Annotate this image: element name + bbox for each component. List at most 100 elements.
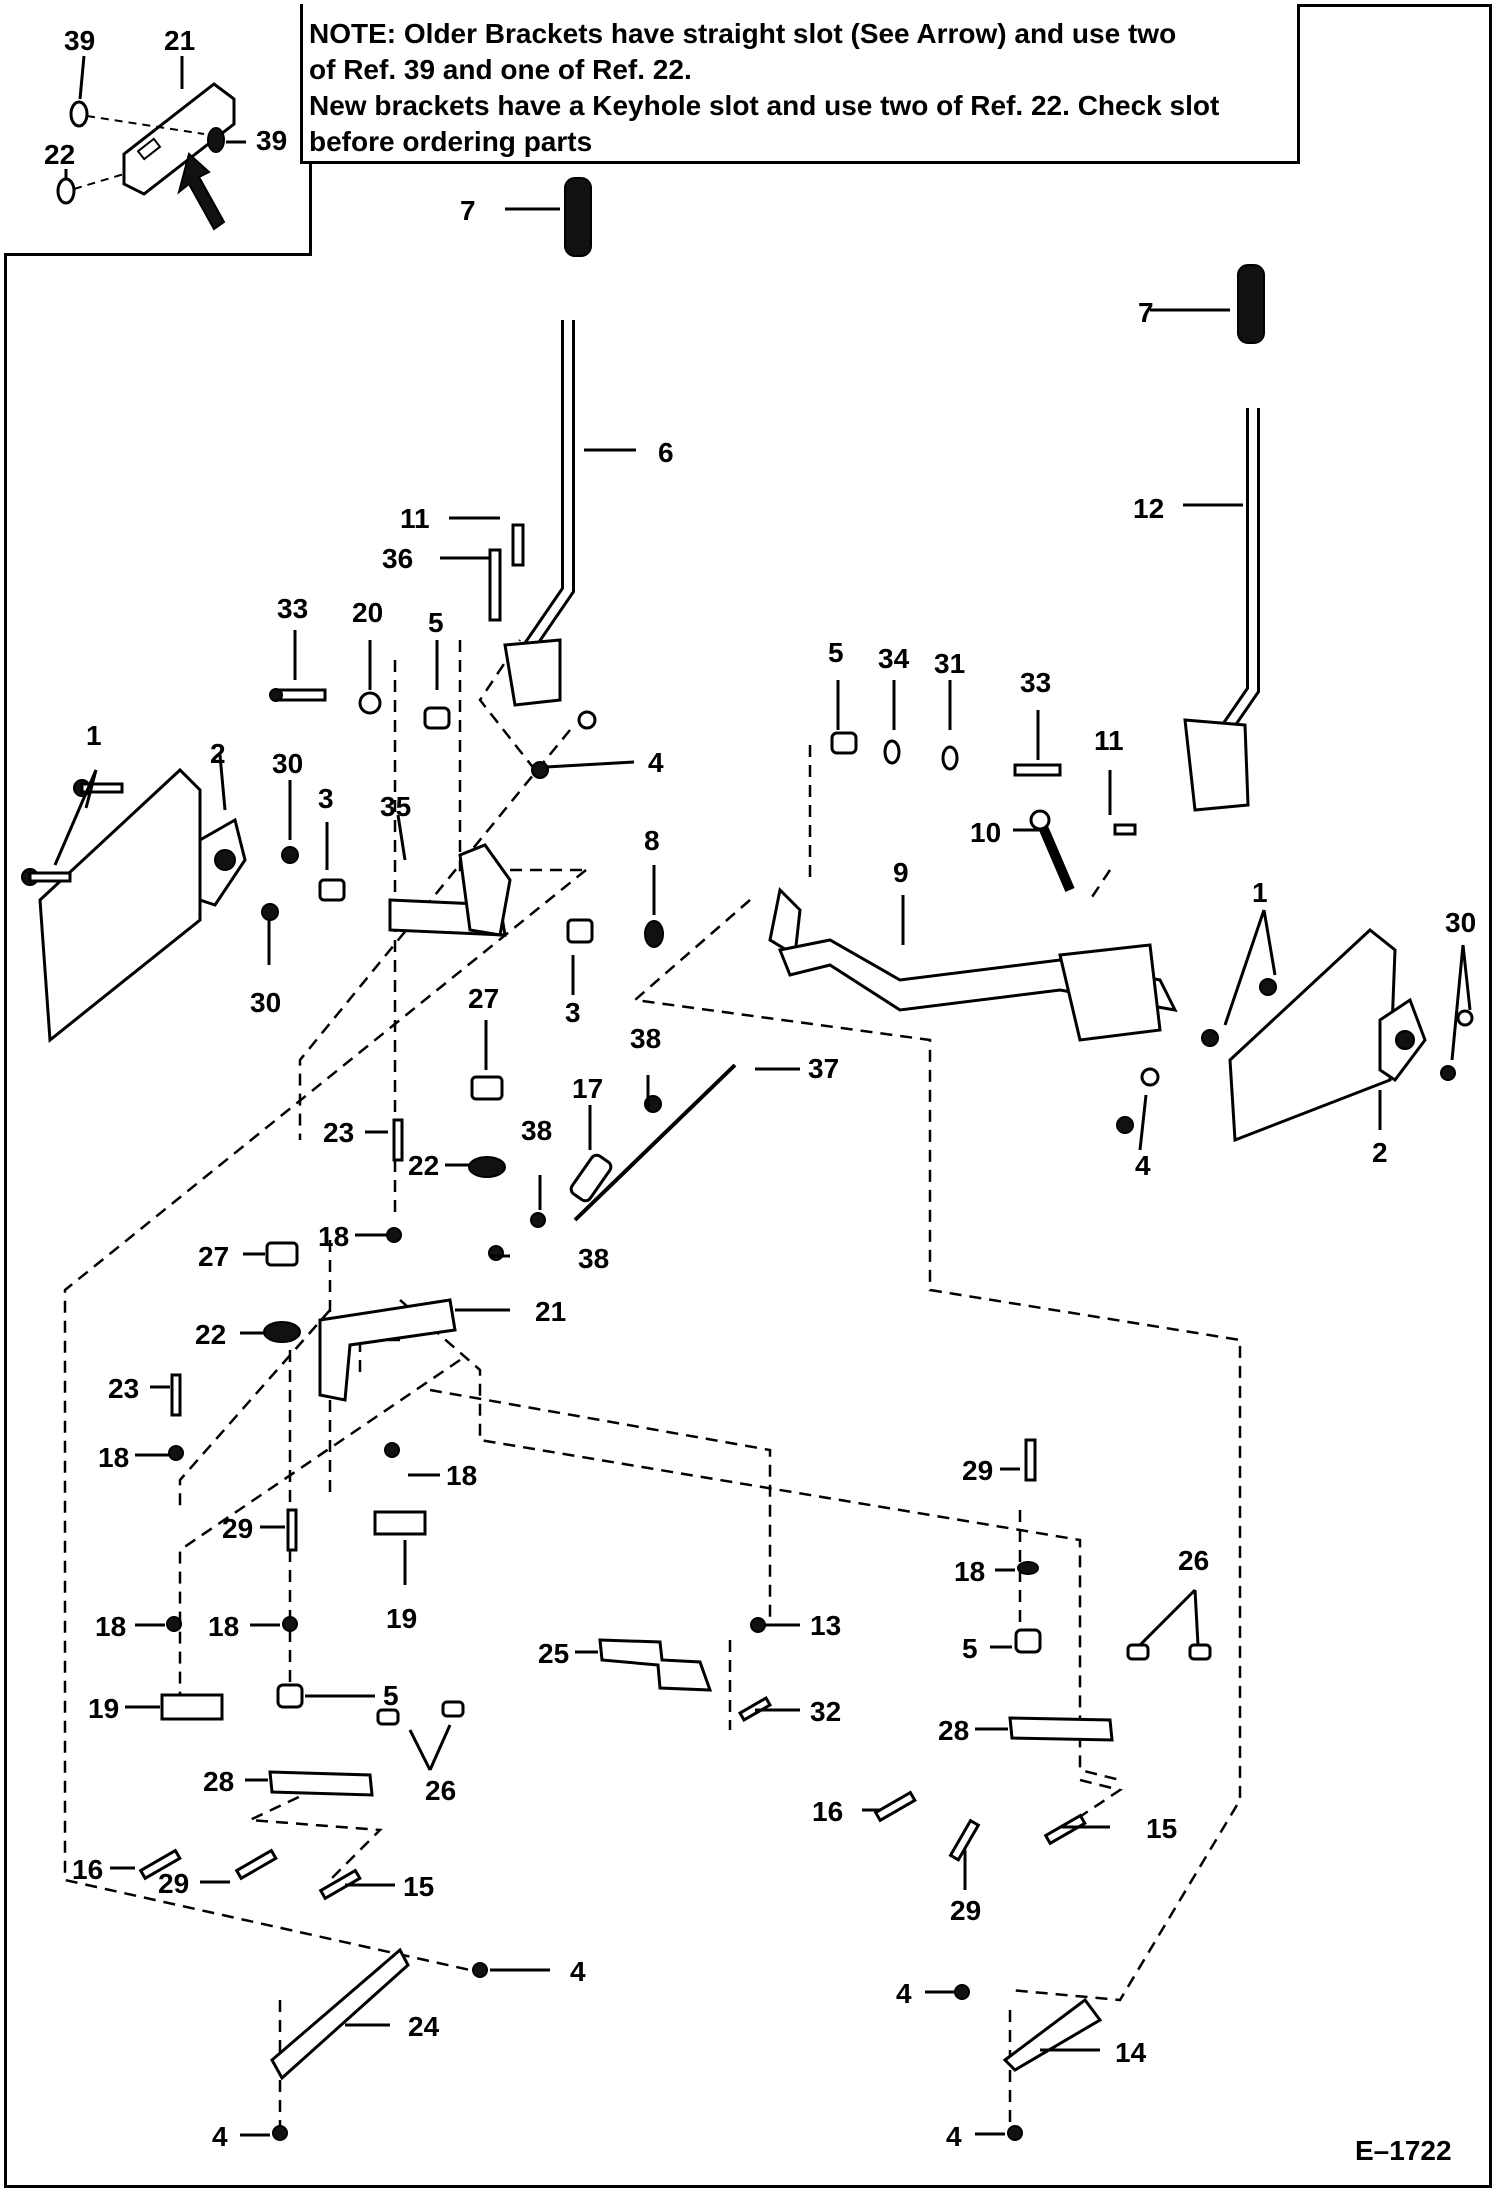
callout: 18 xyxy=(446,1460,477,1491)
callout: 36 xyxy=(382,543,413,574)
callout: 1 xyxy=(1252,877,1268,908)
right-handle-grip xyxy=(1237,264,1265,344)
callout: 35 xyxy=(380,791,411,822)
callout: 5 xyxy=(383,1680,399,1711)
inset-label: 39 xyxy=(64,25,95,56)
callout: 18 xyxy=(318,1221,349,1252)
callout: 4 xyxy=(946,2121,962,2152)
note-line: before ordering parts xyxy=(309,126,593,157)
callout: 5 xyxy=(828,637,844,668)
callout: 2 xyxy=(210,738,226,769)
callout: 25 xyxy=(538,1638,569,1669)
callout: 28 xyxy=(938,1715,969,1746)
callout: 11 xyxy=(1094,725,1124,756)
callout: 34 xyxy=(878,643,910,674)
callout: 4 xyxy=(648,747,664,778)
bracket-19-upper xyxy=(373,1510,427,1536)
callout: 30 xyxy=(272,748,303,779)
callout: 32 xyxy=(810,1696,841,1727)
inset-label: 22 xyxy=(44,139,75,170)
plate-25 xyxy=(598,1638,713,1692)
callout: 27 xyxy=(198,1241,229,1272)
callout: 18 xyxy=(95,1611,126,1642)
callout: 3 xyxy=(565,997,581,1028)
note-line: of Ref. 39 and one of Ref. 22. xyxy=(309,54,692,85)
left-handle-grip xyxy=(564,177,592,257)
callout: 33 xyxy=(1020,667,1051,698)
shaft-bracket xyxy=(1058,943,1162,1042)
callout: 11 xyxy=(400,503,430,534)
callout: 24 xyxy=(408,2011,440,2042)
callout: 15 xyxy=(1146,1813,1177,1844)
drawing-number: E–1722 xyxy=(1355,2135,1452,2166)
slide-plate-28-right xyxy=(1008,1716,1114,1742)
callout: 18 xyxy=(954,1556,985,1587)
callout: 13 xyxy=(810,1610,841,1641)
callout: 38 xyxy=(630,1023,661,1054)
callout: 4 xyxy=(212,2121,228,2152)
right-control-lever xyxy=(1183,264,1265,812)
callout: 29 xyxy=(158,1868,189,1899)
inset-label: 21 xyxy=(164,25,195,56)
cross-shafts xyxy=(388,843,1178,1042)
callout: 28 xyxy=(203,1766,234,1797)
callout: 21 xyxy=(535,1296,566,1327)
callout: 33 xyxy=(277,593,308,624)
callout: 23 xyxy=(323,1117,354,1148)
slide-plate-28-left xyxy=(268,1770,374,1797)
right-mount-plate xyxy=(1228,928,1427,1143)
callout: 27 xyxy=(468,983,499,1014)
callout: 18 xyxy=(208,1611,239,1642)
callout: 7 xyxy=(460,195,476,226)
right-lever-bracket xyxy=(1183,718,1250,812)
note-line: New brackets have a Keyhole slot and use… xyxy=(309,90,1220,121)
callout: 16 xyxy=(72,1854,103,1885)
note-line: NOTE: Older Brackets have straight slot … xyxy=(309,18,1177,49)
callout: 18 xyxy=(98,1442,129,1473)
callout: 26 xyxy=(425,1775,456,1806)
callout: 30 xyxy=(250,987,281,1018)
bracket-21 xyxy=(318,1298,457,1402)
callout: 22 xyxy=(408,1150,439,1181)
callout: 38 xyxy=(521,1115,552,1146)
callout: 12 xyxy=(1133,493,1164,524)
callout: 6 xyxy=(658,437,674,468)
inset-svg: 39 21 22 39 xyxy=(44,25,287,231)
arrow-icon xyxy=(177,152,226,231)
callout: 4 xyxy=(896,1978,912,2009)
callout: 9 xyxy=(893,857,909,888)
callout: 5 xyxy=(428,607,444,638)
link-arm-24 xyxy=(270,1947,410,2081)
bracket-19-lower xyxy=(160,1693,224,1721)
callout: 29 xyxy=(222,1513,253,1544)
callout: 29 xyxy=(950,1895,981,1926)
callout: 29 xyxy=(962,1455,993,1486)
callout: 16 xyxy=(812,1796,843,1827)
callout: 4 xyxy=(570,1956,586,1987)
callout: 10 xyxy=(970,817,1001,848)
hardware-items xyxy=(21,523,1474,2141)
inset-detail-box: 39 21 22 39 xyxy=(4,4,312,256)
callout: 17 xyxy=(572,1073,603,1104)
callout: 8 xyxy=(644,825,660,856)
callout: 22 xyxy=(195,1319,226,1350)
callout: 20 xyxy=(352,597,383,628)
left-mount-plate xyxy=(38,767,247,1043)
callout: 19 xyxy=(386,1603,417,1634)
callout: 38 xyxy=(578,1243,609,1274)
callout: 5 xyxy=(962,1633,978,1664)
callout: 7 xyxy=(1138,297,1154,328)
callout: 30 xyxy=(1445,907,1476,938)
callout: 15 xyxy=(403,1871,434,1902)
callout: 2 xyxy=(1372,1137,1388,1168)
link-arm-14 xyxy=(1002,1997,1103,2072)
callout-labels: 7 6 11 36 33 20 5 4 1 2 30 3 35 30 3 8 5… xyxy=(72,195,1476,2152)
callout: 1 xyxy=(86,720,102,751)
callout: 37 xyxy=(808,1053,839,1084)
inset-label: 39 xyxy=(256,125,287,156)
callout: 3 xyxy=(318,783,334,814)
callout: 14 xyxy=(1115,2037,1147,2068)
callout: 4 xyxy=(1135,1150,1151,1181)
